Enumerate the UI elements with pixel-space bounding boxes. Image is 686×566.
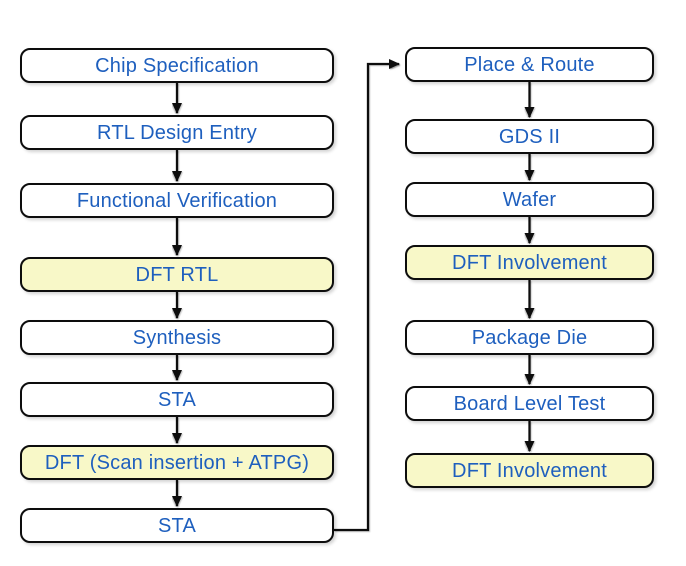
flow-node-label: RTL Design Entry xyxy=(97,121,257,144)
flow-node-package-die: Package Die xyxy=(405,320,654,355)
flow-node-rtl-design-entry: RTL Design Entry xyxy=(20,115,334,150)
flow-node-label: DFT RTL xyxy=(135,263,219,286)
flow-node-label: STA xyxy=(157,388,196,411)
flow-arrow xyxy=(334,59,400,532)
flow-node-label: STA xyxy=(157,514,196,537)
flow-node-label: Wafer xyxy=(502,188,557,211)
flow-node-place-route: Place & Route xyxy=(405,47,654,82)
flow-node-synthesis: Synthesis xyxy=(20,320,334,355)
flow-node-gds-ii: GDS II xyxy=(405,119,654,154)
flow-node-functional-verification: Functional Verification xyxy=(20,183,334,218)
flow-node-label: Chip Specification xyxy=(95,54,259,77)
flow-node-label: Package Die xyxy=(471,326,588,349)
flow-node-label: DFT (Scan insertion + ATPG) xyxy=(44,451,310,474)
flow-node-wafer: Wafer xyxy=(405,182,654,217)
flow-node-label: Place & Route xyxy=(464,53,595,76)
flow-node-label: DFT Involvement xyxy=(452,459,607,482)
flow-node-label: Board Level Test xyxy=(453,392,606,415)
flow-node-sta: STA xyxy=(20,382,334,417)
arrow-group xyxy=(172,59,535,532)
flow-node-label: Functional Verification xyxy=(76,189,278,212)
flow-node-label: DFT Involvement xyxy=(452,251,607,274)
flow-node-dft-involvement: DFT Involvement xyxy=(405,245,654,280)
flow-node-board-level-test: Board Level Test xyxy=(405,386,654,421)
flow-node-dft-rtl: DFT RTL xyxy=(20,257,334,292)
flow-node-chip-specification: Chip Specification xyxy=(20,48,334,83)
flow-node-sta: STA xyxy=(20,508,334,543)
flow-node-dft-involvement: DFT Involvement xyxy=(405,453,654,488)
flow-node-label: Synthesis xyxy=(132,326,222,349)
flow-node-dft-scan-insertion-atpg: DFT (Scan insertion + ATPG) xyxy=(20,445,334,480)
flow-node-label: GDS II xyxy=(498,125,561,148)
